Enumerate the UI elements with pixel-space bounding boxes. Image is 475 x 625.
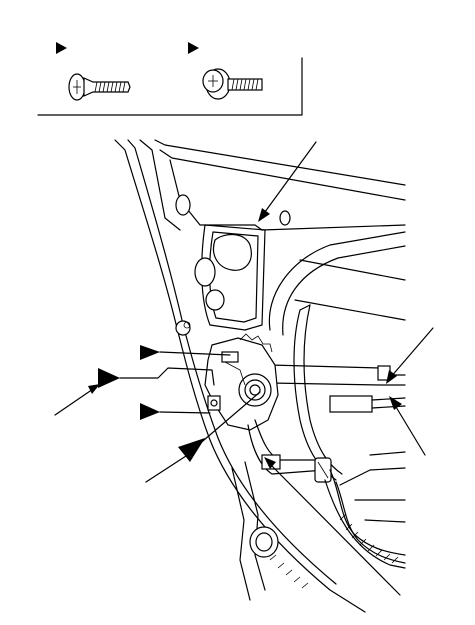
panel-crease-upper [268,231,406,331]
triangle-pointer-icon [56,42,67,54]
callout-arrow-2 [98,367,215,388]
flat-head-screw-icon [68,73,131,101]
triangle-pointer-icon [188,42,199,54]
fastener-legend [37,42,303,116]
callout-arrow-3 [140,403,211,420]
door-inner-edge [127,139,337,585]
panel-upper-contour [169,159,263,231]
legend-item-flange-bolt [188,42,263,100]
panel-crease-lower [282,245,406,336]
motor-gear-teeth [239,333,273,353]
window-regulator [204,304,406,564]
leader-line-top [258,141,317,222]
cable-sleeve [329,395,373,413]
panel-upper-rail [261,224,406,231]
leader-line-bottom-left [145,455,187,483]
wiring-harness-upper [254,419,321,461]
mounting-hole-upper [175,194,191,216]
door-inner-panel [114,139,406,613]
lower-trim-edge [324,479,406,569]
legend-item-flat-head-screw [56,42,131,101]
wiring-harness-lower [247,424,326,475]
lift-arm-lower [335,481,406,564]
drum-bolt [249,384,261,396]
leader-line-left [54,384,100,416]
callout-arrow-1 [140,345,231,360]
speaker-hole [194,257,216,287]
callout-arrows [98,345,261,462]
window-channel-top [154,139,406,186]
flange-bolt-icon [202,68,263,100]
leader-line-right-lower [389,396,426,456]
mounting-hole-mid [175,320,191,336]
door-frame-flange [139,139,181,231]
grommet-hole [205,289,225,311]
lower-door-panel [231,451,406,601]
leader-lines [54,141,434,596]
panel-crease-mid [299,259,406,281]
mounting-hole-small [279,210,291,226]
regulator-rail-left [293,309,337,481]
leader-line-bottom [264,457,401,596]
lower-panel-left-edge [231,467,251,601]
window-channel-lower [159,149,406,201]
lower-panel-step [339,467,406,486]
door-outer-edge [114,139,366,613]
panel-crease-low [294,299,406,321]
legend-box-frame [37,57,303,116]
lower-trim-hatching [269,513,399,589]
access-opening [201,224,266,331]
lift-arm-upper [329,469,406,556]
callout-arrow-4 [178,391,261,462]
speaker-recess [212,234,252,271]
leader-line-right-upper [386,327,434,384]
